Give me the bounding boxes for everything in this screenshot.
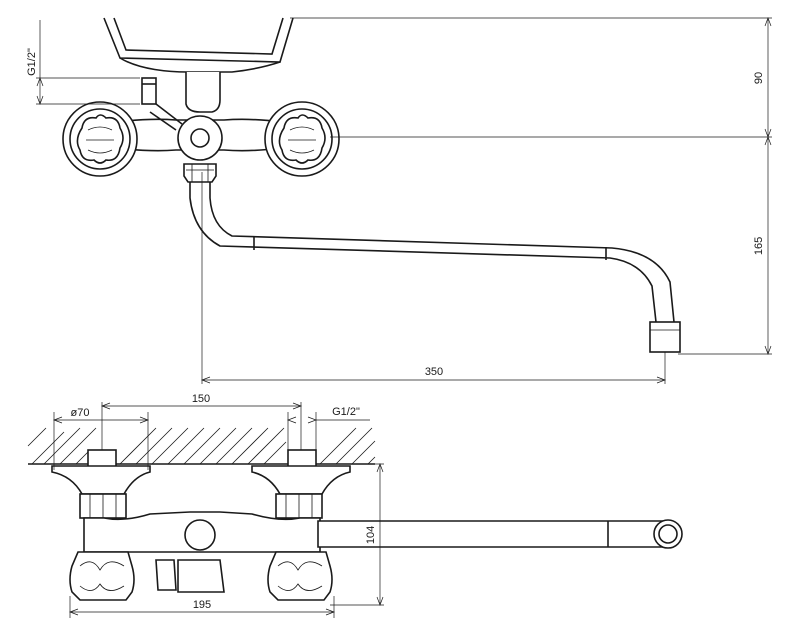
left-escutcheon-side <box>51 465 151 495</box>
outlet-top <box>177 559 225 593</box>
cartridge-circle <box>184 519 216 551</box>
top-dimensions: ø70 150 G1/2" 104 195 <box>53 393 384 618</box>
spout-nut <box>183 163 217 183</box>
front-dimensions: G1/2" 90 165 350 <box>26 17 772 384</box>
label-dim-195: 195 <box>193 599 211 611</box>
mixer-cartridge <box>185 72 221 113</box>
lever-handle <box>103 17 294 63</box>
spout <box>189 182 657 323</box>
top-view <box>27 427 683 601</box>
label-thread-bottom: G1/2" <box>332 406 360 418</box>
diverter-top <box>155 559 177 591</box>
front-view <box>62 17 681 353</box>
left-valve-handle <box>76 114 124 164</box>
aerator <box>649 321 681 353</box>
label-dim-90: 90 <box>753 72 765 84</box>
label-dim-150: 150 <box>192 393 210 405</box>
label-dim-104: 104 <box>365 526 377 544</box>
center-hub <box>177 115 223 161</box>
right-valve-handle <box>278 114 326 164</box>
right-escutcheon-side <box>251 465 351 495</box>
spout-end <box>653 519 683 549</box>
diverter-knob <box>141 77 157 105</box>
right-handle-top <box>267 551 333 601</box>
left-handle-top <box>69 551 135 601</box>
label-dia-70: ø70 <box>71 407 90 419</box>
label-dim-350: 350 <box>425 366 443 378</box>
label-dim-165: 165 <box>753 237 765 255</box>
wall-hatching <box>27 427 376 465</box>
label-thread-top: G1/2" <box>26 48 38 76</box>
